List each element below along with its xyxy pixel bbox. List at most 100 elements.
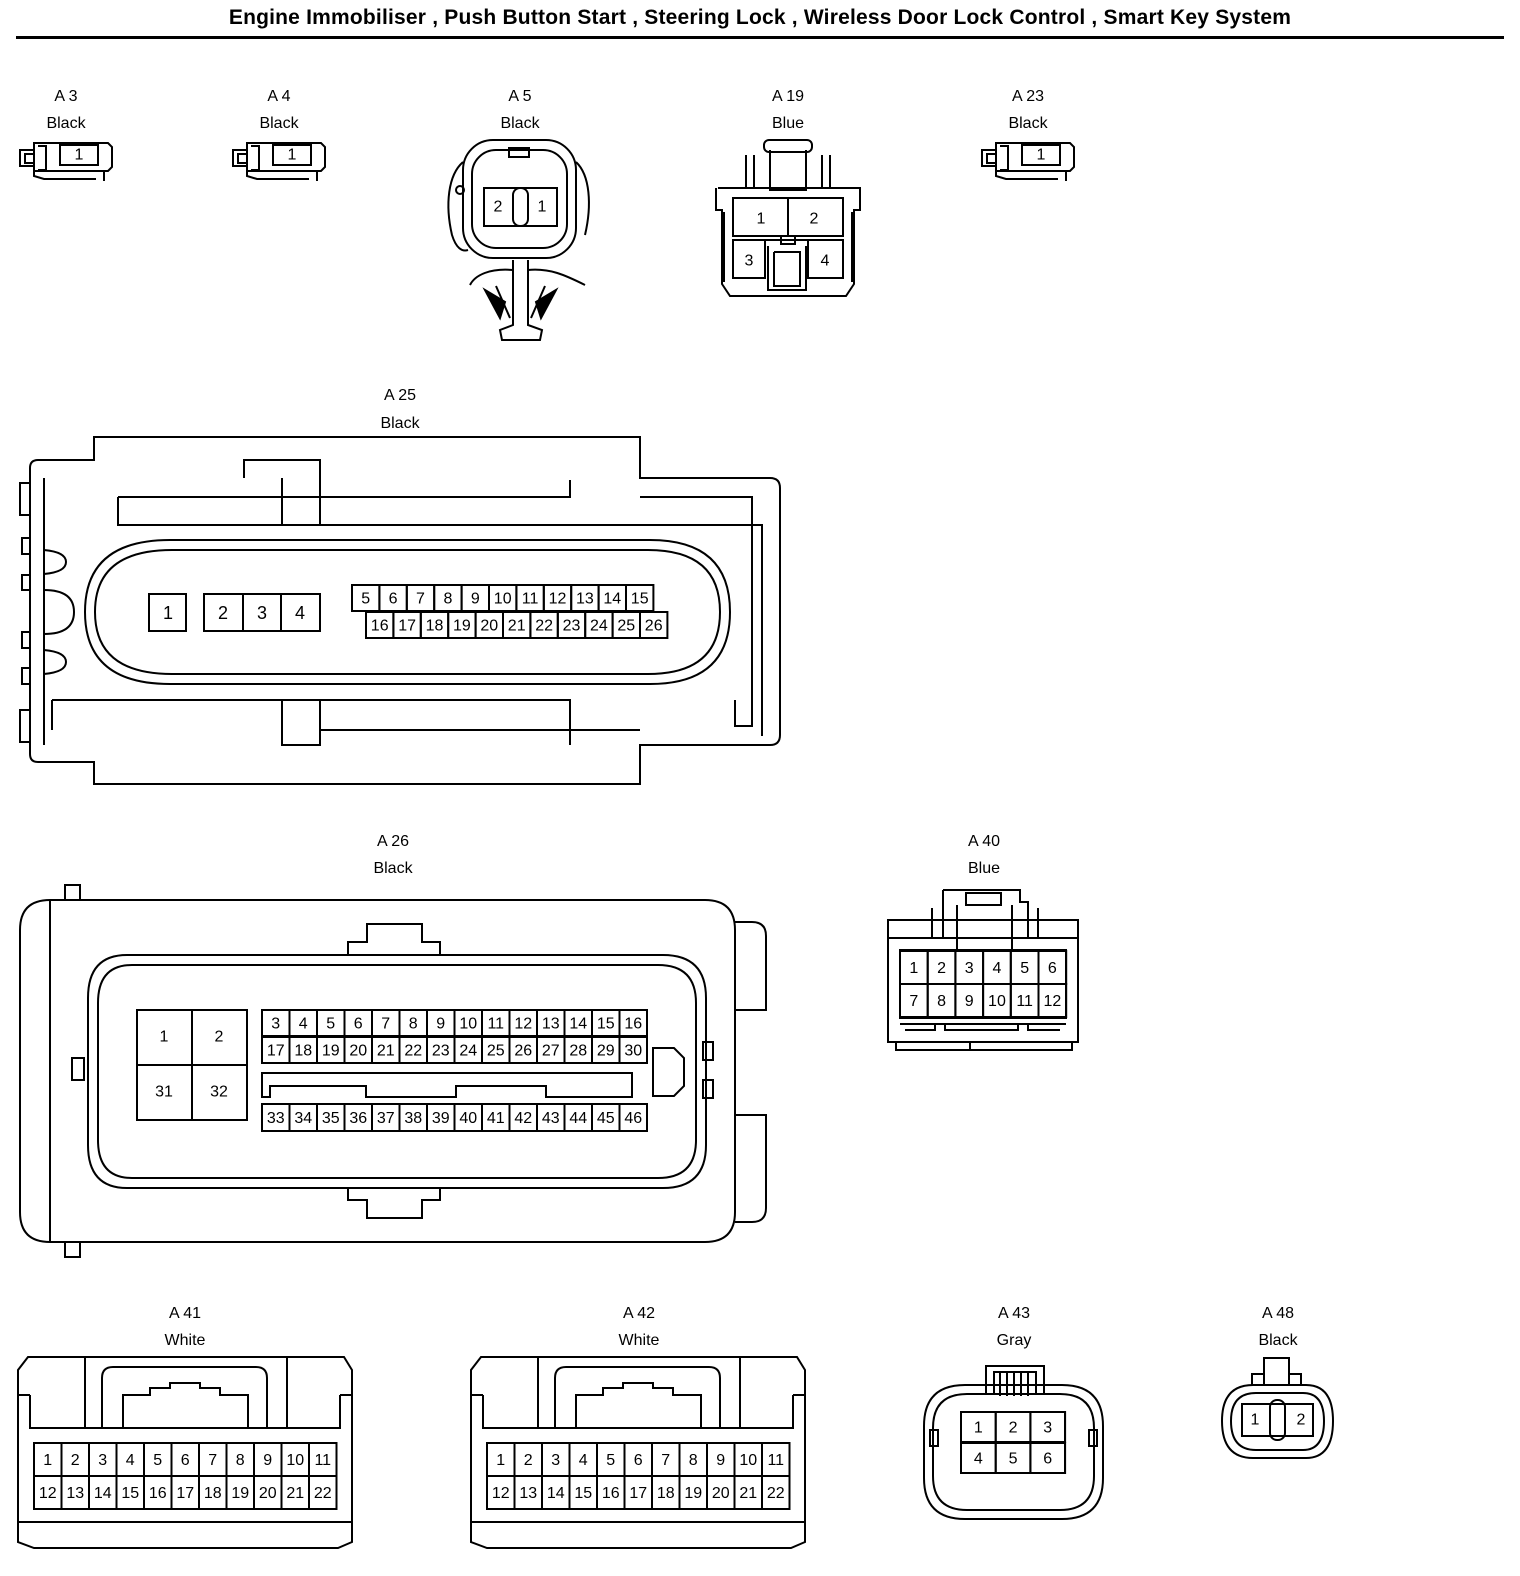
connector-a3-id: A 3 — [54, 88, 78, 105]
page-title: Engine Immobiliser , Push Button Start ,… — [228, 6, 1292, 29]
a26-pin-44: 44 — [569, 1110, 587, 1127]
a25-pin-13: 13 — [576, 591, 594, 608]
a41-pin-7: 7 — [208, 1452, 217, 1469]
a25-pin-15: 15 — [631, 591, 649, 608]
a41-pin-2: 2 — [71, 1452, 80, 1469]
a26-pin-22: 22 — [404, 1043, 422, 1060]
a26-pin-4: 4 — [299, 1016, 308, 1033]
a4-pin-1: 1 — [288, 147, 297, 164]
a42-pin-17: 17 — [629, 1485, 647, 1502]
a26-pin-25: 25 — [487, 1043, 505, 1060]
a40-pin-10: 10 — [988, 993, 1006, 1010]
a42-pin-15: 15 — [574, 1485, 592, 1502]
a26-pin-11: 11 — [487, 1016, 504, 1033]
a42-pin-5: 5 — [606, 1452, 615, 1469]
a25-pin-4: 4 — [295, 603, 305, 623]
a26-pin-14: 14 — [569, 1016, 587, 1033]
a42-pin-19: 19 — [684, 1485, 702, 1502]
a41-pin-9: 9 — [263, 1452, 272, 1469]
a26-pin-43: 43 — [542, 1110, 560, 1127]
a41-pin-16: 16 — [149, 1485, 167, 1502]
a25-pin-12: 12 — [549, 591, 567, 608]
a26-pin-16: 16 — [624, 1016, 642, 1033]
a26-pin-13: 13 — [542, 1016, 560, 1033]
connector-a19-color: Blue — [771, 115, 805, 132]
a42-pin-cell — [761, 1475, 791, 1510]
a26-pin-1: 1 — [160, 1029, 169, 1046]
a25-pin-22: 22 — [535, 618, 553, 635]
a23-pin-1: 1 — [1037, 147, 1046, 164]
title-rule — [16, 36, 1504, 39]
a42-pin-10: 10 — [739, 1452, 757, 1469]
connector-a5 — [447, 139, 590, 341]
a26-pin-33: 33 — [267, 1110, 285, 1127]
a26-pin-34: 34 — [294, 1110, 312, 1127]
connector-a25-color: Black — [380, 415, 420, 432]
a41-pin-6: 6 — [181, 1452, 190, 1469]
connector-a26 — [19, 884, 767, 1258]
connector-a40-color: Blue — [967, 860, 1001, 877]
a48-pin-2: 2 — [1297, 1412, 1306, 1429]
a26-pin-2: 2 — [215, 1029, 224, 1046]
a26-pin-41: 41 — [487, 1110, 505, 1127]
a42-pin-16: 16 — [602, 1485, 620, 1502]
a25-pin-11: 11 — [522, 591, 539, 608]
connector-a48 — [1220, 1357, 1335, 1459]
a25-pin-23: 23 — [563, 618, 581, 635]
a25-pin-8: 8 — [443, 591, 452, 608]
a42-pin-4: 4 — [579, 1452, 588, 1469]
connector-a23 — [981, 142, 1075, 181]
a40-pin-5: 5 — [1020, 960, 1029, 977]
a5-pin-1: 1 — [538, 199, 547, 216]
a41-pin-10: 10 — [286, 1452, 304, 1469]
a42-pin-8: 8 — [689, 1452, 698, 1469]
a25-pin-6: 6 — [389, 591, 398, 608]
a25-pin-cell — [639, 611, 669, 639]
a41-pin-17: 17 — [176, 1485, 194, 1502]
connector-a5-color: Black — [500, 115, 540, 132]
a41-pin-8: 8 — [236, 1452, 245, 1469]
a42-pin-21: 21 — [739, 1485, 757, 1502]
a25-pin-9: 9 — [471, 591, 480, 608]
connector-a5-id: A 5 — [508, 88, 532, 105]
a25-pin-20: 20 — [480, 618, 498, 635]
a26-pin-10: 10 — [459, 1016, 477, 1033]
a26-pin-9: 9 — [436, 1016, 445, 1033]
a41-pin-14: 14 — [94, 1485, 112, 1502]
a42-pin-12: 12 — [492, 1485, 510, 1502]
a40-pin-11: 11 — [1016, 993, 1033, 1010]
a41-pin-21: 21 — [286, 1485, 304, 1502]
connector-a40-id: A 40 — [967, 833, 1001, 850]
a26-pin-12: 12 — [514, 1016, 532, 1033]
a26-pin-8: 8 — [409, 1016, 418, 1033]
a41-pin-18: 18 — [204, 1485, 222, 1502]
a26-pin-3: 3 — [271, 1016, 280, 1033]
a25-pin-17: 17 — [398, 618, 416, 635]
connector-a48-id: A 48 — [1261, 1305, 1295, 1322]
connector-a19-id: A 19 — [771, 88, 805, 105]
a26-pin-15: 15 — [597, 1016, 615, 1033]
a26-pin-30: 30 — [624, 1043, 642, 1060]
connector-a42-id: A 42 — [622, 1305, 656, 1322]
connector-a48-color: Black — [1258, 1332, 1298, 1349]
a42-pin-6: 6 — [634, 1452, 643, 1469]
connector-a23-color: Black — [1008, 115, 1048, 132]
a26-pin-24: 24 — [459, 1043, 477, 1060]
a40-pin-6: 6 — [1048, 960, 1057, 977]
a41-pin-19: 19 — [231, 1485, 249, 1502]
a26-pin-42: 42 — [514, 1110, 532, 1127]
a25-pin-14: 14 — [603, 591, 621, 608]
a19-pin-1: 1 — [757, 211, 766, 228]
connector-a4-color: Black — [259, 115, 299, 132]
a19-pin-2: 2 — [810, 211, 819, 228]
a40-pin-2: 2 — [937, 960, 946, 977]
a19-pin-3: 3 — [745, 253, 754, 270]
a26-pin-31: 31 — [155, 1084, 173, 1101]
a26-pin-28: 28 — [569, 1043, 587, 1060]
a26-pin-27: 27 — [542, 1043, 560, 1060]
a40-pin-9: 9 — [965, 993, 974, 1010]
a26-pin-32: 32 — [210, 1084, 228, 1101]
a26-pin-17: 17 — [267, 1043, 285, 1060]
a40-pin-7: 7 — [909, 993, 918, 1010]
a40-pin-cell — [1037, 983, 1068, 1018]
